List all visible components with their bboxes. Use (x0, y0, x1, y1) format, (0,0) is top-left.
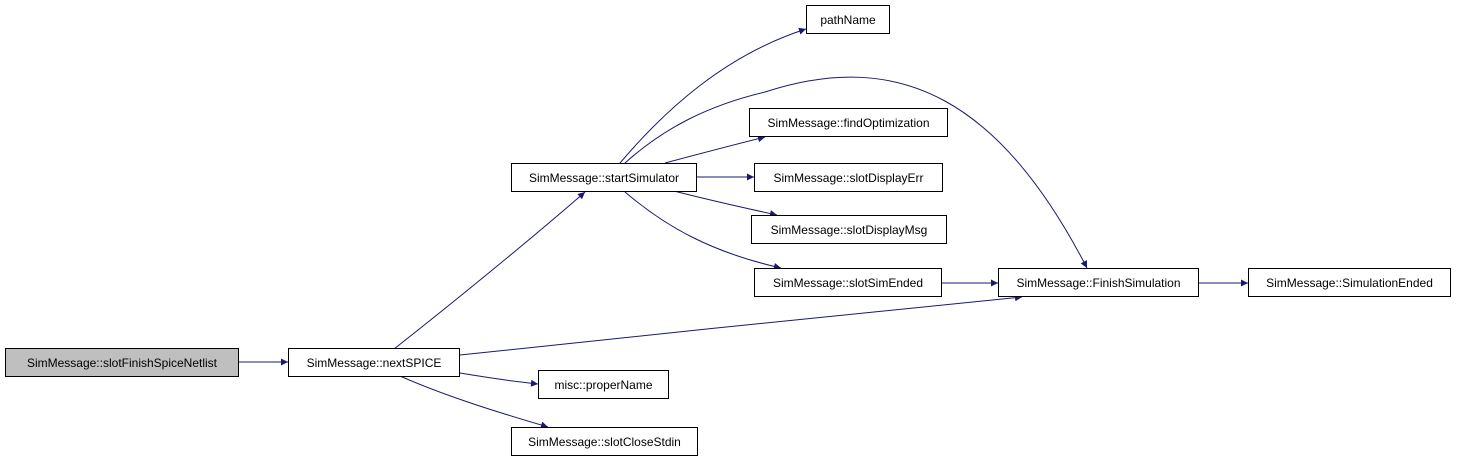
node-slotDisplayErr[interactable]: SimMessage::slotDisplayErr (754, 163, 943, 192)
node-slotDisplayMsg[interactable]: SimMessage::slotDisplayMsg (751, 215, 947, 244)
node-nextSPICE[interactable]: SimMessage::nextSPICE (288, 348, 460, 377)
edge-nextSPICE-slotCloseStdin (399, 375, 549, 429)
edge-nextSPICE-startSimulator (393, 191, 586, 350)
node-properName[interactable]: misc::properName (538, 370, 669, 399)
edge-startSimulator-pathName (619, 27, 807, 164)
node-FinishSimulation[interactable]: SimMessage::FinishSimulation (998, 268, 1199, 297)
node-startSimulator[interactable]: SimMessage::startSimulator (511, 163, 697, 192)
edge-nextSPICE-properName (459, 372, 539, 387)
edge-startSimulator-FinishSimulation (624, 76, 1088, 269)
node-pathName[interactable]: pathName (806, 5, 890, 34)
node-slotCloseStdin[interactable]: SimMessage::slotCloseStdin (511, 427, 698, 456)
edge-startSimulator-slotSimEnded (624, 191, 782, 270)
node-SimulationEnded[interactable]: SimMessage::SimulationEnded (1248, 268, 1451, 297)
node-findOptimization[interactable]: SimMessage::findOptimization (749, 108, 948, 137)
node-slotFinishSpiceNetlist[interactable]: SimMessage::slotFinishSpiceNetlist (5, 348, 239, 377)
edge-startSimulator-slotDisplayMsg (669, 189, 778, 217)
edge-nextSPICE-FinishSimulation (459, 294, 1023, 356)
node-slotSimEnded[interactable]: SimMessage::slotSimEnded (754, 268, 942, 297)
edge-startSimulator-findOptimization (664, 135, 766, 164)
